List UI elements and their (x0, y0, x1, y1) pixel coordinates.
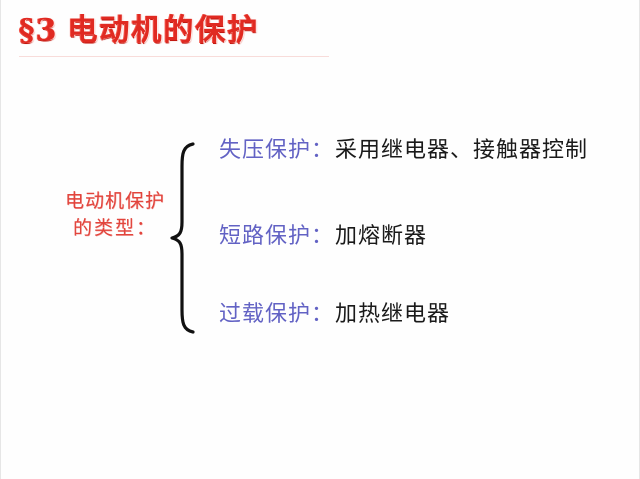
title-underline-rule (19, 56, 329, 57)
category-label: 电动机保护 的类型： (49, 188, 181, 242)
title-text: 电动机的保护 (67, 13, 260, 48)
branch-description: 采用继电器、接触器控制 (335, 138, 589, 163)
left-curly-brace-icon (170, 142, 195, 334)
title-section-mark: §3 (19, 13, 58, 48)
branch-term: 短路保护 (219, 224, 312, 249)
branch-colon: ： (311, 224, 334, 249)
slide-title-block: §3 电动机的保护 (19, 12, 619, 58)
branch-term: 失压保护 (219, 138, 312, 163)
branch-description: 加热继电器 (335, 302, 451, 327)
branch-row: 短路保护：加熔断器 (219, 222, 427, 252)
category-label-line-2: 的类型： (72, 217, 157, 239)
branch-term: 过载保护 (219, 302, 312, 327)
branch-colon: ： (311, 302, 334, 327)
branch-row: 失压保护：采用继电器、接触器控制 (219, 136, 588, 166)
category-label-line-1: 电动机保护 (64, 190, 165, 212)
branch-description: 加熔断器 (335, 224, 428, 249)
branch-row: 过载保护：加热继电器 (219, 300, 450, 330)
branch-colon: ： (311, 138, 334, 163)
page-title: §3 电动机的保护 (19, 12, 619, 50)
